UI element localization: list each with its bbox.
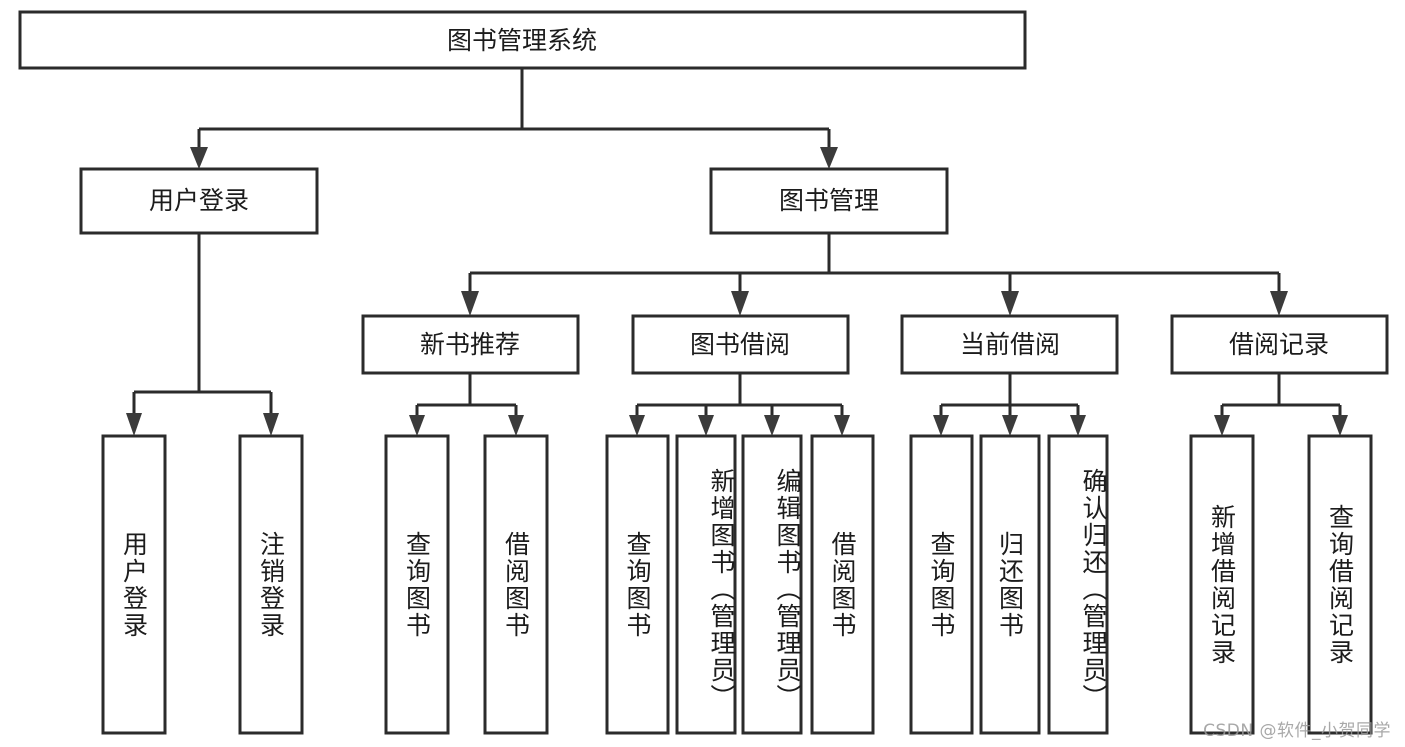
new-book-recommend-label: 新书推荐 — [420, 330, 520, 359]
new-book-recommend-box — [361, 314, 580, 375]
leaf-query-books-rec-box[interactable] — [384, 434, 450, 735]
book-borrow-label: 图书借阅 — [690, 330, 790, 359]
arrow-to-user-login — [190, 147, 208, 169]
borrow-record-label: 借阅记录 — [1229, 330, 1329, 359]
leaf-query-record-box[interactable] — [1307, 434, 1373, 735]
node-user-login[interactable]: 用户登录 — [79, 167, 319, 235]
node-root[interactable]: 图书管理系统 — [18, 10, 1027, 70]
node-new-book-recommend[interactable]: 新书推荐 — [361, 314, 580, 375]
leaf-confirm-return-box[interactable] — [1047, 434, 1109, 735]
arrow-to-new-book-recommend — [461, 291, 479, 316]
connector-current-borrow-to-leaves — [933, 373, 1086, 436]
leaf-borrow-book-box[interactable] — [810, 434, 875, 735]
node-current-borrow[interactable]: 当前借阅 — [900, 314, 1119, 375]
node-book-management[interactable]: 图书管理 — [709, 167, 949, 235]
leaf-borrow-books-rec-box[interactable] — [483, 434, 549, 735]
leaf-user-logout-box[interactable] — [238, 434, 304, 735]
connector-book-borrow-to-leaves — [629, 373, 850, 436]
current-borrow-label: 当前借阅 — [960, 330, 1060, 359]
leaf-add-record-box[interactable] — [1189, 434, 1255, 735]
book-management-label: 图书管理 — [779, 186, 879, 215]
user-login-box — [79, 167, 319, 235]
arrow-to-book-management — [820, 147, 838, 169]
leaf-boxes-group — [101, 434, 1373, 735]
csdn-watermark: CSDN @软件_小贺同学 — [1203, 721, 1391, 741]
leaf-query-books-current-box[interactable] — [909, 434, 974, 735]
user-login-label: 用户登录 — [149, 186, 249, 215]
connector-borrow-record-to-leaves — [1214, 373, 1348, 436]
connector-root-to-level2 — [190, 68, 838, 169]
root-label: 图书管理系统 — [447, 26, 597, 55]
arrow-to-book-borrow — [731, 291, 749, 316]
arrow-to-leaf-user-logout — [263, 413, 279, 436]
leaf-user-login-box[interactable] — [101, 434, 167, 735]
leaf-edit-book-box[interactable] — [741, 434, 803, 735]
arrow-to-leaf-user-login — [126, 413, 142, 436]
node-book-borrow[interactable]: 图书借阅 — [631, 314, 850, 375]
current-borrow-box — [900, 314, 1119, 375]
root-box — [18, 10, 1027, 70]
leaf-return-book-box[interactable] — [979, 434, 1041, 735]
connector-book-management-to-level3 — [461, 233, 1288, 316]
leaf-add-book-box[interactable] — [675, 434, 737, 735]
leaf-query-books-borrow-box[interactable] — [605, 434, 670, 735]
arrow-to-borrow-record — [1270, 291, 1288, 316]
connector-new-book-recommend-to-leaves — [409, 373, 524, 436]
connector-user-login-to-leaves — [126, 233, 279, 436]
arrow-to-current-borrow — [1001, 291, 1019, 316]
node-borrow-record[interactable]: 借阅记录 — [1170, 314, 1389, 375]
